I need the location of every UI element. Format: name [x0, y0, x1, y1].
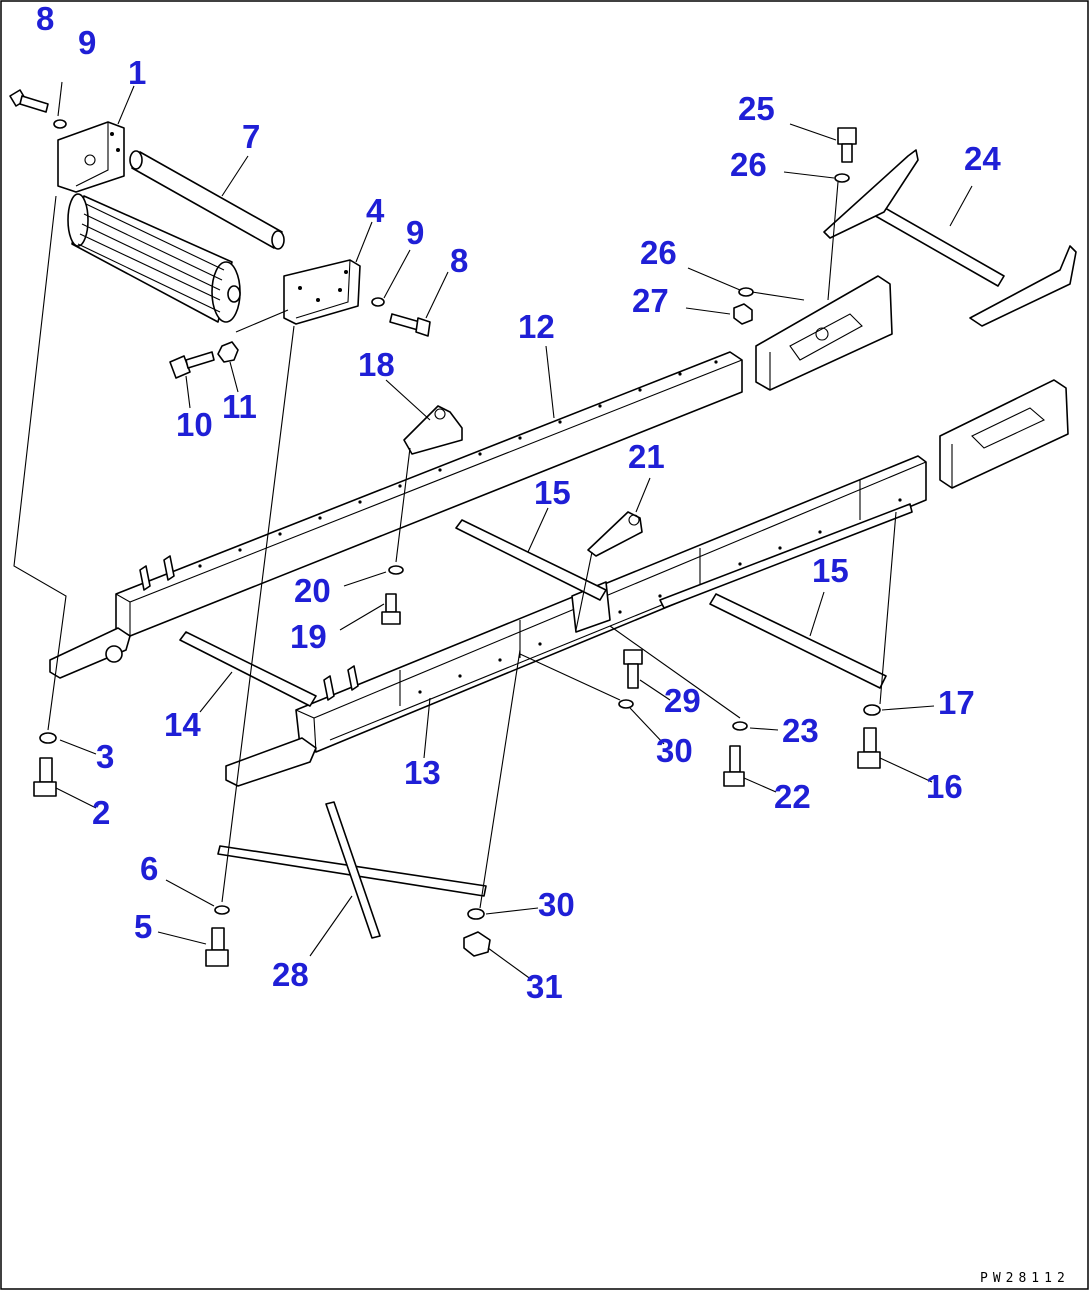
cross-member-15-left	[455, 519, 607, 601]
washer-26-top	[834, 173, 850, 183]
washer-3	[39, 732, 57, 744]
frame-rail-12	[49, 351, 743, 679]
callout-5: 5	[134, 908, 152, 945]
washer-26-mid	[738, 287, 754, 297]
washer-9-right	[371, 297, 385, 307]
callout-30-bottom: 30	[538, 886, 575, 923]
callout-28: 28	[272, 956, 309, 993]
callout-26-top: 26	[730, 146, 767, 183]
callout-13: 13	[404, 754, 441, 791]
assembly-lines	[13, 181, 897, 909]
bolt-19	[381, 593, 401, 625]
callout-8-left: 8	[36, 0, 54, 37]
callout-23: 23	[782, 712, 819, 749]
drawing-code: PW28112	[980, 1271, 1070, 1286]
callout-20: 20	[294, 572, 331, 609]
shaft-7	[129, 150, 285, 250]
end-plate-upper	[755, 275, 893, 391]
stay-24	[823, 149, 1077, 327]
callout-25: 25	[738, 90, 775, 127]
callout-4: 4	[366, 192, 385, 229]
callout-10: 10	[176, 406, 213, 443]
cross-member-14	[179, 631, 317, 707]
callout-29: 29	[664, 682, 701, 719]
roller-drum	[67, 193, 241, 323]
washer-30-bottom	[467, 908, 485, 920]
callout-24: 24	[964, 140, 1001, 177]
callout-3: 3	[96, 738, 114, 775]
callout-8-right: 8	[450, 242, 468, 279]
bracket-1	[57, 121, 125, 193]
bolt-16	[857, 727, 881, 769]
bolt-8-right	[389, 313, 431, 337]
callout-22: 22	[774, 778, 811, 815]
cross-member-15-right	[709, 593, 887, 689]
callout-21: 21	[628, 438, 665, 475]
bolt-29	[623, 649, 643, 689]
bolt-5	[205, 927, 229, 967]
bolt-10	[169, 351, 215, 379]
end-plate-lower	[939, 379, 1069, 489]
washer-23	[732, 721, 748, 731]
washer-30-mid	[618, 699, 634, 709]
callout-18: 18	[358, 346, 395, 383]
callout-7: 7	[242, 118, 260, 155]
callout-31: 31	[526, 968, 563, 1005]
callout-19: 19	[290, 618, 327, 655]
callout-9-right: 9	[406, 214, 424, 251]
washer-17	[863, 704, 881, 716]
frame-rail-13	[225, 455, 927, 787]
bracket-18	[403, 405, 463, 455]
callout-6: 6	[140, 850, 158, 887]
washer-9-left	[53, 119, 67, 129]
bolt-2	[33, 757, 57, 797]
callout-9-left: 9	[78, 24, 96, 61]
washer-20	[388, 565, 404, 575]
callout-2: 2	[92, 794, 110, 831]
nut-11	[217, 341, 239, 363]
callout-30-mid: 30	[656, 732, 693, 769]
callout-14: 14	[164, 706, 201, 743]
callout-1: 1	[128, 54, 146, 91]
callout-26-mid: 26	[640, 234, 677, 271]
nut-27	[733, 303, 753, 325]
bracket-4	[283, 259, 361, 325]
bolt-8-left	[9, 89, 49, 113]
callout-15-left: 15	[534, 474, 571, 511]
callout-27: 27	[632, 282, 669, 319]
callout-16: 16	[926, 768, 963, 805]
leader-lines	[55, 81, 973, 981]
callout-17: 17	[938, 684, 975, 721]
bolt-25	[837, 127, 857, 163]
bracket-21	[587, 511, 643, 557]
brace-28	[217, 801, 487, 939]
callout-15-right: 15	[812, 552, 849, 589]
bolt-22	[723, 745, 745, 787]
washer-6	[214, 905, 230, 915]
callout-12: 12	[518, 308, 555, 345]
callout-numbers: 8 9 1 7 4 9 8 10 11 12 18 25 26 24 26 27…	[36, 0, 1001, 1005]
callout-11: 11	[222, 388, 257, 425]
nut-31	[463, 931, 491, 957]
